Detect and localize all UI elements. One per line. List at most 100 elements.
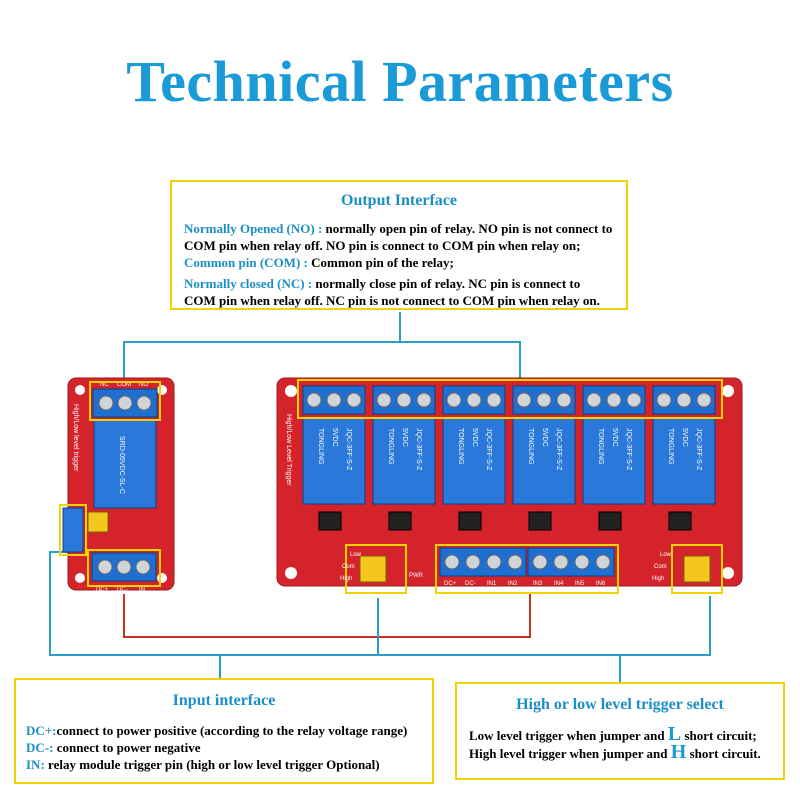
dcm-label: DC-: [26, 740, 54, 755]
terminal-screw [466, 392, 482, 408]
no-text: normally open pin of relay. NO pin is no… [184, 221, 613, 253]
pin-in2: IN2 [508, 581, 518, 587]
terminal-screw [516, 392, 532, 408]
terminal-screw [626, 392, 642, 408]
optocoupler-chip [458, 511, 482, 531]
com-description: Common pin (COM) : Common pin of the rel… [184, 254, 614, 271]
relay-label: TONGLING [527, 428, 534, 464]
pin-in1: IN1 [487, 581, 497, 587]
optocoupler-chip [318, 511, 342, 531]
jumper-right-high: High [652, 576, 664, 582]
in-label: IN: [26, 757, 45, 772]
multi-relay-board: High/Low Level Trigger TONGLING 5VDC JQC-3… [276, 377, 743, 594]
terminal-screw [446, 392, 462, 408]
pin-in5: IN5 [575, 581, 585, 587]
output-interface-box: Output Interface Normally Opened (NO) : … [170, 180, 628, 310]
jumper-left-low: Low [350, 552, 362, 558]
relay-label: TONGLING [317, 428, 324, 464]
terminal-screw [326, 392, 342, 408]
single-bottom-terminal-highlight [87, 549, 161, 587]
relay-label: JQC-3FF-S-Z [625, 428, 632, 471]
input-wire-red [123, 594, 531, 638]
jumper-right-com: Com [654, 564, 667, 570]
low-trigger-description: Low level trigger when jumper and L shor… [469, 723, 771, 745]
jumper-right: Low Com High [652, 544, 723, 594]
bottom-terminal-block-a: DC+ DC- IN1 IN2 [439, 547, 527, 587]
single-top-label-no: NO [139, 382, 148, 388]
dcp-text: connect to power positive (according to … [56, 723, 408, 738]
high-trigger-description: High level trigger when jumper and H sho… [469, 741, 771, 763]
terminal-screw [696, 392, 712, 408]
single-bottom-label-dcm: DC- [117, 587, 128, 593]
single-relay-board: SRD-05VDC-SL-C NC COM NO DC+ DC- IN High… [62, 377, 175, 593]
optocoupler-chip [528, 511, 552, 531]
relay-label: TONGLING [597, 428, 604, 464]
terminal-screw [376, 392, 392, 408]
relay-label: TONGLING [667, 428, 674, 464]
relay-label: JQC-3FF-S-Z [555, 428, 562, 471]
high-pre: High level trigger when jumper and [469, 746, 671, 761]
terminal-screw [556, 392, 572, 408]
single-jumper-highlight [59, 504, 87, 556]
pin-in4: IN4 [554, 581, 564, 587]
single-top-label-nc: NC [100, 382, 109, 388]
trigger-select-title: High or low level trigger select [516, 696, 724, 713]
input-interface-box: Input interface DC+:connect to power pos… [14, 678, 434, 784]
pin-in6: IN6 [596, 581, 606, 587]
relay-label: JQC-3FF-S-Z [345, 428, 352, 471]
high-post: short circuit. [686, 746, 761, 761]
pwr-label: PWR [409, 573, 424, 579]
output-wire-right [124, 341, 521, 384]
dcm-description: DC-: connect to power negative [26, 739, 422, 756]
relay-body [442, 417, 506, 505]
output-wire [123, 312, 401, 384]
terminal-screw [586, 392, 602, 408]
jumper-right-low: Low [660, 552, 672, 558]
relay-label: JQC-3FF-S-Z [695, 428, 702, 471]
relay-label: 5VDC [331, 428, 338, 447]
relay-body [372, 417, 436, 505]
high-letter: H [670, 741, 687, 763]
nc-text: normally close pin of relay. NC pin is c… [184, 276, 600, 308]
com-label: Common pin (COM) : [184, 255, 308, 270]
jumper-left-high: High [340, 576, 352, 582]
multi-side-label: High/Low Level Trigger [285, 414, 292, 486]
bottom-terminal-block-b: IN3 IN4 IN5 IN6 [527, 547, 615, 587]
wires [49, 312, 711, 684]
pin-dcp: DC+ [444, 581, 457, 587]
low-post: short circuit; [681, 728, 757, 743]
pin-in3: IN3 [533, 581, 543, 587]
single-top-terminal-highlight [89, 381, 161, 421]
terminal-screw [306, 392, 322, 408]
input-interface-title: Input interface [172, 692, 276, 709]
output-interface-title: Output Interface [341, 192, 457, 209]
nc-label: Normally closed (NC) : [184, 276, 313, 291]
no-label: Normally Opened (NO) : [184, 221, 323, 236]
single-bottom-label-dcp: DC+ [96, 587, 109, 593]
optocoupler-chip [668, 511, 692, 531]
terminal-screw [606, 392, 622, 408]
relay-label: 5VDC [681, 428, 688, 447]
in-text: relay module trigger pin (high or low le… [44, 757, 380, 772]
terminal-screw [676, 392, 692, 408]
terminal-screw [486, 392, 502, 408]
terminal-screw [396, 392, 412, 408]
page-title: Technical Parameters [126, 49, 674, 114]
relay-label: JQC-3FF-S-Z [415, 428, 422, 471]
jumper-left: Low Com High PWR [340, 544, 424, 594]
multi-top-terminal-highlight [297, 379, 723, 419]
optocoupler-chip [388, 511, 412, 531]
relay-body [652, 417, 716, 505]
single-side-label: High/Low level trigger [72, 404, 79, 472]
low-pre: Low level trigger when jumper and [469, 728, 668, 743]
dcp-description: DC+:connect to power positive (according… [26, 722, 422, 739]
relay-label: TONGLING [457, 428, 464, 464]
input-wire-blue-left [49, 551, 379, 656]
in-description: IN: relay module trigger pin (high or lo… [26, 756, 422, 773]
low-letter: L [667, 723, 682, 745]
relay-body [512, 417, 576, 505]
relay-label: 5VDC [611, 428, 618, 447]
no-description: Normally Opened (NO) : normally open pin… [184, 220, 614, 254]
relay-units: TONGLING 5VDC JQC-3FF-S-Z TONGLING 5VDC JQC-3… [302, 385, 716, 531]
dcp-label: DC+: [26, 723, 57, 738]
